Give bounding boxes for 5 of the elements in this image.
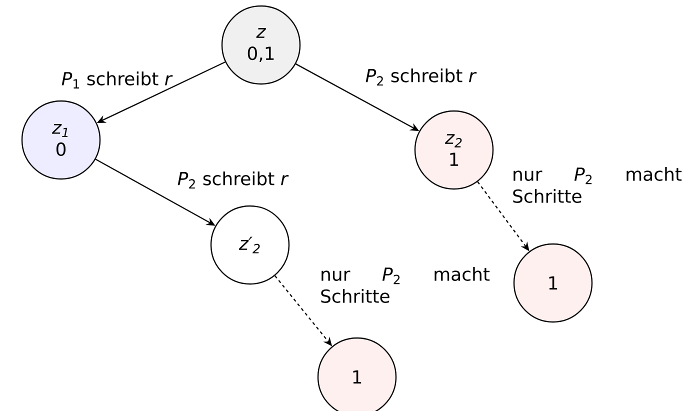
edge-label: nur P$_{2}$ macht Schritte [321,267,490,303]
edge-label: P$_{1}$ schreibt r [62,72,173,88]
edge-label: nur P$_{2}$ macht Schritte [513,167,682,203]
edge-label: P$_{2}$ schreibt r [366,68,477,86]
edge-label: P$_{2}$ schreibt r [178,171,289,189]
